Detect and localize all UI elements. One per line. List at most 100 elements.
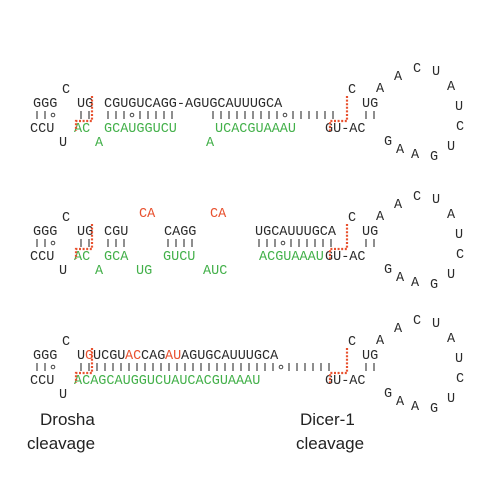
h2-bottom-mature: ACGUAAAU xyxy=(259,250,324,265)
h1-terminal-loop: A A C U A U C U G A A G xyxy=(376,62,464,165)
h2-base-pair-marks xyxy=(36,239,375,247)
h3-top-mutation-ac: AC xyxy=(125,349,141,364)
h1-top-ug2: UG xyxy=(362,97,378,112)
svg-text:A: A xyxy=(376,210,385,225)
svg-text:A: A xyxy=(411,400,420,415)
h1-top-ug: UG xyxy=(77,97,93,112)
h3-top-bulge-c: C xyxy=(62,335,70,350)
h3-top-u: U xyxy=(77,349,85,364)
h3-top-ug2: UG xyxy=(362,349,378,364)
svg-text:U: U xyxy=(455,228,463,243)
h3-top-stem: AGUGCAUUUGCA xyxy=(181,349,279,364)
h2-bottom-bulge-ug: UG xyxy=(136,264,152,279)
h3-top-ucgu: UCGU xyxy=(93,349,125,364)
h1-dicer-cut-site xyxy=(328,96,349,131)
hairpin-2: GGG C UG CGU CA CAGG CA UGCAUUUGCA C UG xyxy=(30,190,464,293)
h3-top-mutation-au: AU xyxy=(165,349,181,364)
h2-top-ggg: GGG xyxy=(33,225,57,240)
hairpin-1: GGG C UG CGUGUCAGG-AGUGCAUUUGCA C UG xyxy=(30,62,464,165)
h1-top-bulge-c2: C xyxy=(348,83,356,98)
svg-text:U: U xyxy=(432,317,440,332)
svg-text:G: G xyxy=(384,135,392,150)
h3-top-ggg: GGG xyxy=(33,349,57,364)
h2-top-cagg: CAGG xyxy=(164,225,196,240)
svg-text:A: A xyxy=(394,198,403,213)
h2-bottom-gu-ac: GU-AC xyxy=(325,250,366,265)
h3-drosha-cut-site xyxy=(74,348,94,383)
h3-top-bulge-c2: C xyxy=(348,335,356,350)
h1-bottom-bulge-a2: A xyxy=(206,136,215,151)
h2-bottom-gucu: GUCU xyxy=(163,250,195,265)
svg-text:U: U xyxy=(455,100,463,115)
h2-bottom-bulge-a: A xyxy=(95,264,104,279)
svg-text:G: G xyxy=(384,387,392,402)
svg-text:A: A xyxy=(447,208,456,223)
svg-text:U: U xyxy=(447,140,455,155)
h3-top-mutation-g: G xyxy=(85,349,93,364)
svg-text:A: A xyxy=(376,82,385,97)
h2-dicer-cut-site xyxy=(328,224,349,259)
dicer-label-line-1: Dicer-1 xyxy=(300,410,355,429)
svg-text:C: C xyxy=(456,372,464,387)
h3-bottom-bulge-u: U xyxy=(59,388,67,403)
svg-text:U: U xyxy=(447,392,455,407)
h2-top-bulge-c2: C xyxy=(348,211,356,226)
h2-top-mutation-ca-2: CA xyxy=(210,207,227,222)
h1-bottom-ccu: CCU xyxy=(30,122,54,137)
svg-text:C: C xyxy=(413,190,421,205)
h2-top-cgu: CGU xyxy=(104,225,128,240)
h1-drosha-cut-site xyxy=(74,96,94,131)
h3-bottom-gu-ac: GU-AC xyxy=(325,374,366,389)
svg-text:G: G xyxy=(430,278,438,293)
h1-bottom-bulge-a1: A xyxy=(95,136,104,151)
h1-top-ggg: GGG xyxy=(33,97,57,112)
h2-bottom-bulge-u: U xyxy=(59,264,67,279)
h3-bottom-ccu: CCU xyxy=(30,374,54,389)
h2-bottom-ccu: CCU xyxy=(30,250,54,265)
drosha-label-line-2: cleavage xyxy=(27,434,95,453)
svg-text:A: A xyxy=(447,332,456,347)
h3-top-cag: CAG xyxy=(141,349,165,364)
svg-text:A: A xyxy=(411,276,420,291)
h1-bottom-gu-ac: GU-AC xyxy=(325,122,366,137)
h2-top-stem: UGCAUUUGCA xyxy=(255,225,337,240)
drosha-label-line-1: Drosha xyxy=(40,410,95,429)
h1-top-bulge-c: C xyxy=(62,83,70,98)
svg-text:A: A xyxy=(396,395,405,410)
svg-text:A: A xyxy=(447,80,456,95)
svg-text:C: C xyxy=(456,248,464,263)
h2-top-ug2: UG xyxy=(362,225,378,240)
svg-text:A: A xyxy=(396,271,405,286)
svg-text:A: A xyxy=(394,70,403,85)
svg-text:C: C xyxy=(413,314,421,329)
h2-terminal-loop: A A C U A U C U G A A G xyxy=(376,190,464,293)
h1-top-stem: CGUGUCAGG-AGUGCAUUUGCA xyxy=(104,97,283,112)
dicer-label-line-2: cleavage xyxy=(296,434,364,453)
h1-bottom-ac: AC xyxy=(74,122,90,137)
h2-top-mutation-ca-1: CA xyxy=(139,207,156,222)
h3-bottom-mature: ACAGCAUGGUCUAUCACGUAAAU xyxy=(74,374,260,389)
h2-bottom-bulge-auc: AUC xyxy=(203,264,227,279)
svg-text:C: C xyxy=(413,62,421,77)
h1-bottom-mature-1: GCAUGGUCU xyxy=(104,122,177,137)
svg-text:G: G xyxy=(384,263,392,278)
h2-bottom-gca: GCA xyxy=(104,250,129,265)
h2-drosha-cut-site xyxy=(74,224,94,259)
svg-text:A: A xyxy=(396,143,405,158)
h3-dicer-cut-site xyxy=(328,348,349,383)
svg-text:G: G xyxy=(430,402,438,417)
h3-terminal-loop: A A C U A U C U G A A G xyxy=(376,314,464,417)
h2-top-bulge-c: C xyxy=(62,211,70,226)
svg-text:A: A xyxy=(376,334,385,349)
svg-text:U: U xyxy=(447,268,455,283)
hairpin-3: GGG C U G UCGU AC CAG AU AGUGCAUUUGCA C … xyxy=(30,314,464,417)
h2-top-ug: UG xyxy=(77,225,93,240)
h1-base-pair-marks xyxy=(36,111,375,119)
h1-bottom-bulge-u: U xyxy=(59,136,67,151)
svg-text:U: U xyxy=(455,352,463,367)
h1-bottom-mature-2: UCACGUAAAU xyxy=(215,122,296,137)
svg-text:C: C xyxy=(456,120,464,135)
svg-text:A: A xyxy=(394,322,403,337)
svg-text:U: U xyxy=(432,65,440,80)
